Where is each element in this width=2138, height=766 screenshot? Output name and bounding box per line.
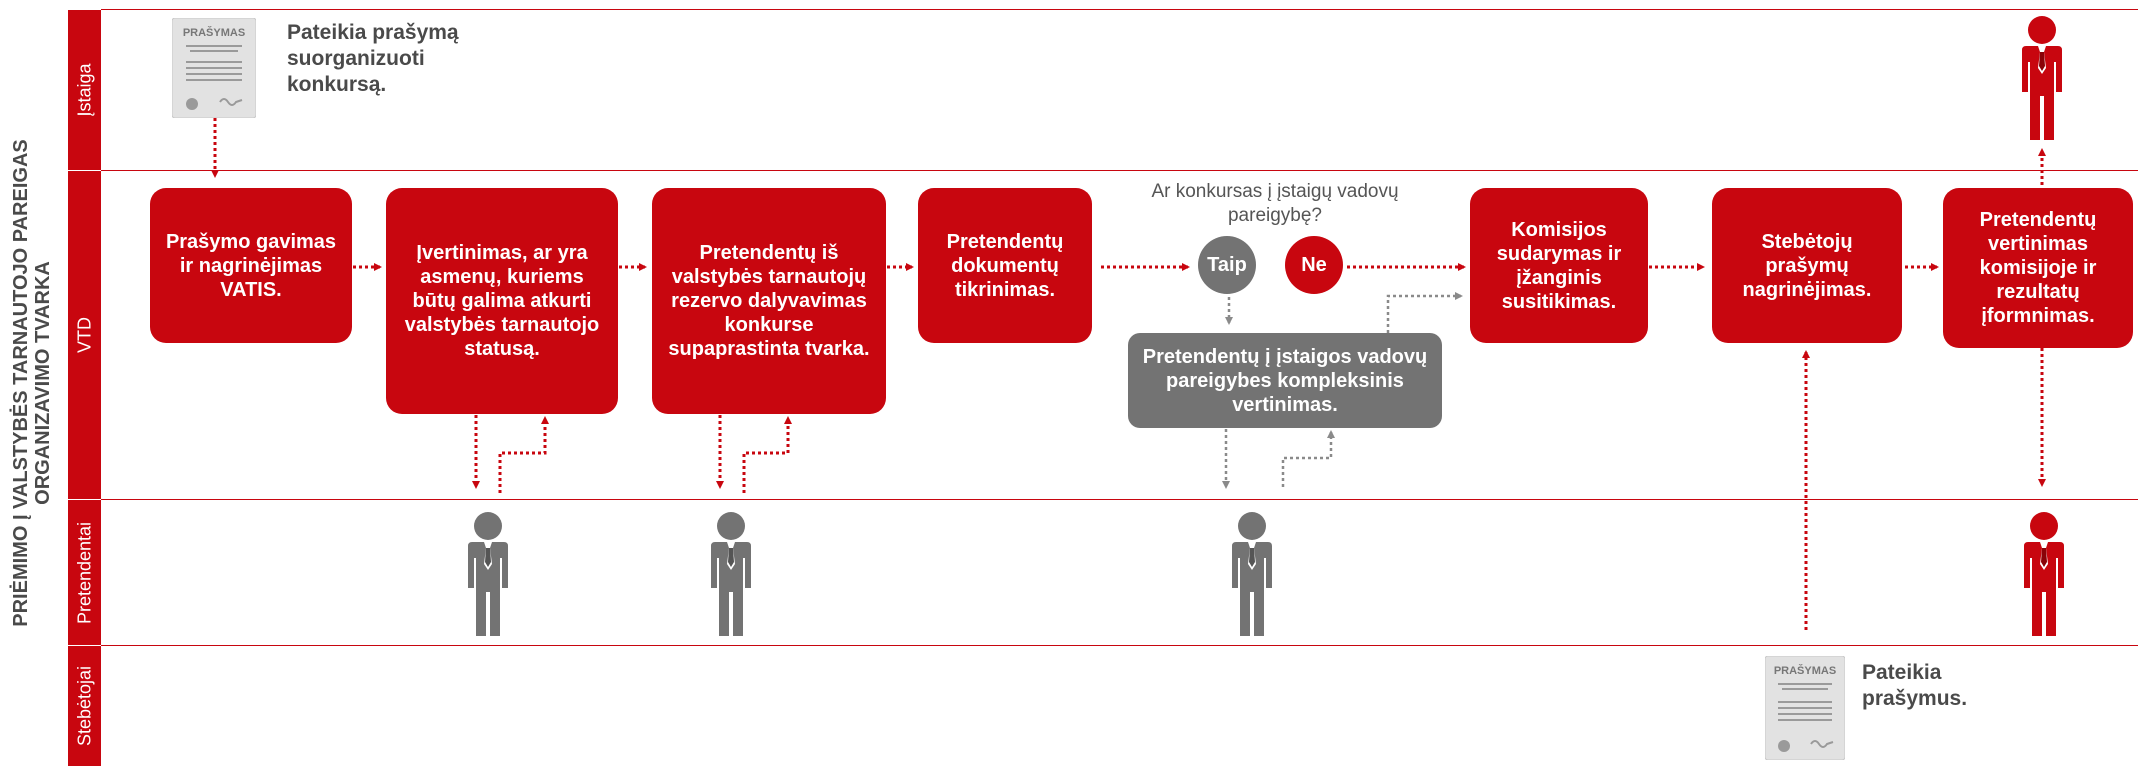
document-icon: PRAŠYMAS	[171, 17, 257, 119]
process-box-6: Stebėtojų prašymų nagrinėjimas.	[1712, 188, 1902, 343]
decision-no: Ne	[1285, 236, 1343, 294]
lane-divider	[101, 499, 2138, 500]
process-box-3: Pretendentų iš valstybės tarnautojų reze…	[652, 188, 886, 414]
process-box-4: Pretendentų dokumentų tikrinimas.	[918, 188, 1092, 343]
lane-divider	[101, 170, 2138, 171]
person-icon	[462, 512, 514, 641]
note-observers: Pateikia prašymus.	[1862, 661, 1968, 710]
note-institution: Pateikia prašymą suorganizuoti konkursą.	[287, 21, 459, 96]
complex-evaluation-box: Pretendentų į įstaigos vadovų pareigybes…	[1128, 333, 1442, 428]
process-box-1: Prašymo gavimas ir nagrinėjimas VATIS.	[150, 188, 352, 343]
process-box-7: Pretendentų vertinimas komisijoje ir rez…	[1943, 188, 2133, 348]
decision-yes: Taip	[1198, 236, 1256, 294]
person-icon	[2016, 16, 2068, 145]
document-icon: PRAŠYMAS	[1764, 655, 1846, 761]
lane-divider	[101, 645, 2138, 646]
person-icon	[1226, 512, 1278, 641]
person-icon	[705, 512, 757, 641]
process-box-2: Įvertinimas, ar yra asmenų, kuriems būtų…	[386, 188, 618, 414]
lane-label-stebetojai: Stebėtojai	[68, 646, 101, 766]
lane-label-vtd: VTD	[68, 171, 101, 499]
lane-label-pretendentai: Pretendentai	[68, 500, 101, 645]
svg-text:PRAŠYMAS: PRAŠYMAS	[1774, 664, 1836, 677]
lane-divider	[101, 9, 2138, 10]
person-icon	[2018, 512, 2070, 641]
lane-label-istaiga: Įstaiga	[68, 10, 101, 170]
decision-question: Ar konkursas į įstaigų vadovų pareigybę?	[1151, 181, 1399, 226]
process-box-5: Komisijos sudarymas ir įžanginis susitik…	[1470, 188, 1648, 343]
svg-text:PRAŠYMAS: PRAŠYMAS	[183, 26, 245, 39]
